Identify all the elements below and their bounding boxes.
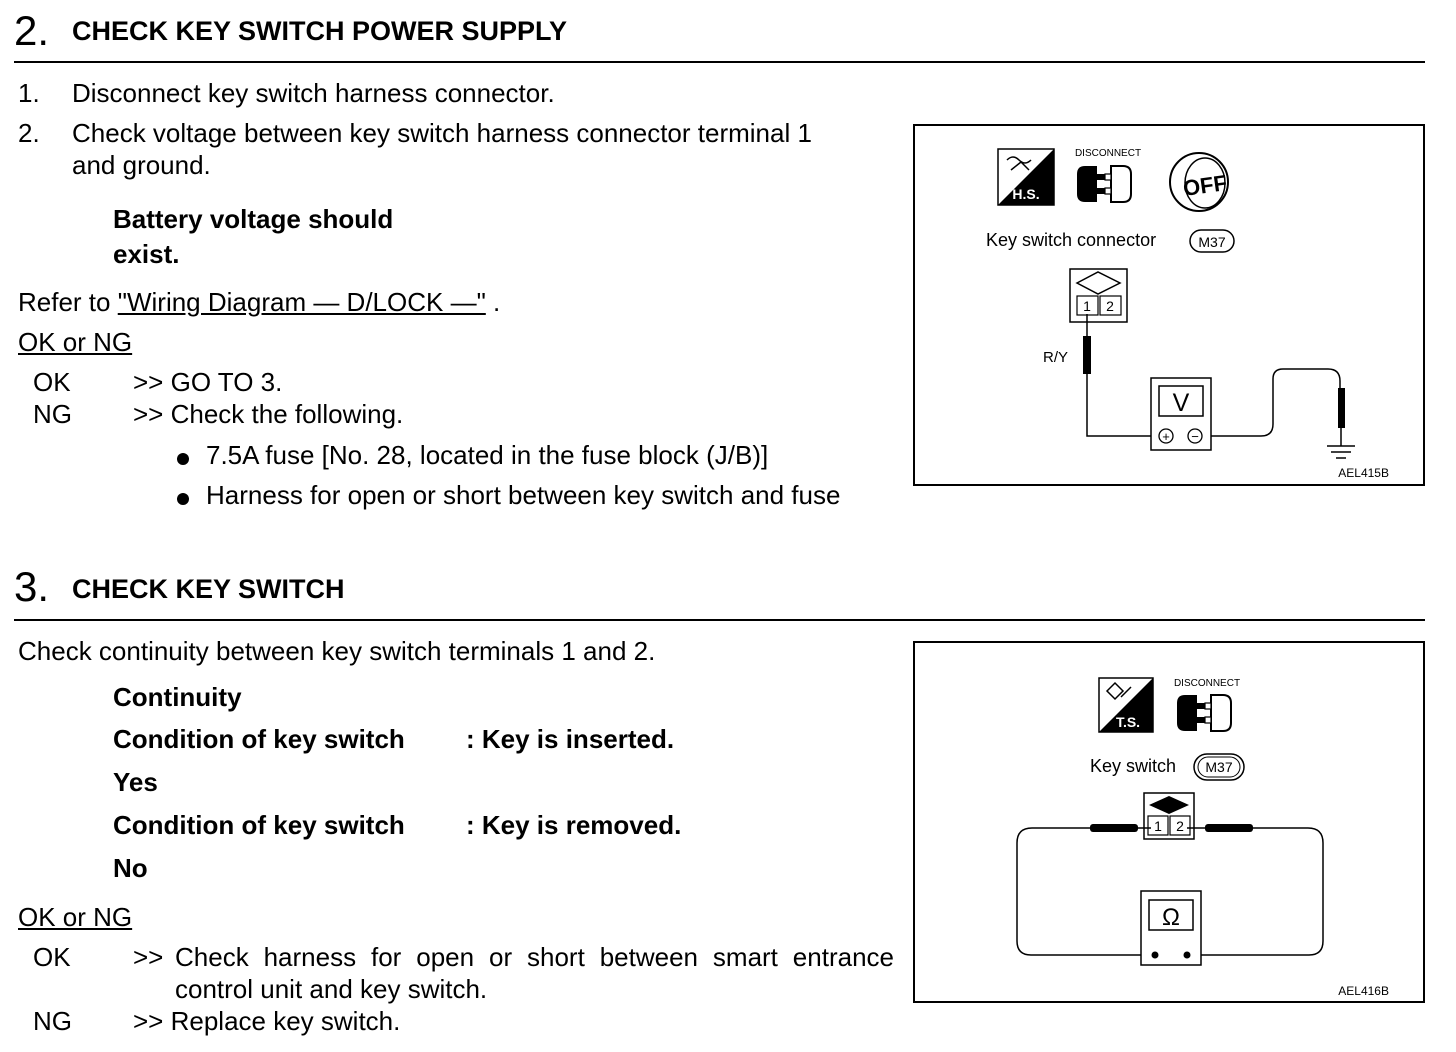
ts-terminal-side-icon: T.S. — [1098, 677, 1154, 733]
step-2-spec-line-1: Battery voltage should — [113, 204, 394, 234]
step-2-spec-line-2: exist. — [113, 239, 180, 269]
step-2-ng-label: NG — [33, 399, 72, 429]
positive-lead-wire — [1086, 374, 1151, 437]
step-2-divider — [14, 61, 1425, 63]
figure-ael416b-diagram: T.S. DISCONNECT Key switch M37 1 2 — [1016, 677, 1389, 998]
condition-1-result: Yes — [113, 767, 158, 797]
step-3-ng-action: >> Replace key switch. — [133, 1006, 401, 1036]
condition-2-value: : Key is removed. — [466, 810, 682, 840]
step-3-ng-label: NG — [33, 1006, 72, 1036]
step-2-item-1-number: 1. — [18, 78, 40, 108]
refer-suffix: . — [493, 287, 501, 317]
figure-key-switch-continuity: T.S. DISCONNECT Key switch M37 1 2 — [913, 641, 1425, 1003]
figure-ael415b-diagram: H.S. DISCONNECT OFF Key switch connector… — [986, 148, 1389, 480]
condition-1-value: : Key is inserted. — [466, 724, 675, 754]
terminal-1-label: 1 — [1154, 818, 1162, 834]
step-2-number: 2. — [14, 7, 50, 54]
right-lead-wire — [1185, 827, 1324, 956]
step-2-bullet-1: 7.5A fuse [No. 28, located in the fuse b… — [206, 440, 769, 470]
bullet-dot — [177, 453, 189, 465]
key-switch-label: Key switch — [1090, 756, 1176, 776]
disconnect-label: DISCONNECT — [1075, 148, 1141, 159]
figure-code: AEL415B — [1338, 466, 1389, 480]
step-2-bullet-2: Harness for open or short between key sw… — [206, 480, 841, 510]
bullet-dot — [177, 493, 189, 505]
plus-terminal-symbol: + — [1162, 429, 1170, 444]
step-3-ok-label: OK — [33, 942, 71, 972]
figure-code: AEL416B — [1338, 984, 1389, 998]
step-3-ok-ng-heading: OK or NG — [18, 902, 133, 932]
condition-2-label: Condition of key switch — [113, 810, 405, 840]
wire-color-label: R/Y — [1043, 349, 1068, 366]
connector-code-badge — [1193, 753, 1245, 781]
step-3-number: 3. — [14, 563, 50, 610]
step-2-ok-ng-heading: OK or NG — [18, 327, 133, 357]
wiring-diagram-link[interactable]: "Wiring Diagram — D/LOCK —" — [117, 287, 486, 317]
connector-code-badge — [1189, 229, 1235, 253]
refer-prefix: Refer to — [18, 287, 111, 317]
step-2-ok-action: >> GO TO 3. — [133, 367, 283, 397]
step-2-item-2-line-1: Check voltage between key switch harness… — [72, 118, 812, 148]
step-2-ok-label: OK — [33, 367, 71, 397]
disconnect-label: DISCONNECT — [1174, 678, 1240, 689]
step-3-ok-arrow: >> — [133, 942, 164, 972]
continuity-heading: Continuity — [113, 682, 242, 712]
step-3-divider — [14, 619, 1425, 621]
hs-harness-side-icon: H.S. — [997, 148, 1055, 206]
step-2-item-1-text: Disconnect key switch harness connector. — [72, 78, 555, 108]
step-3-intro: Check continuity between key switch term… — [18, 636, 656, 666]
step-2-item-2-line-2: and ground. — [72, 150, 211, 180]
ground-symbol — [1327, 445, 1355, 459]
connector-code: M37 — [1198, 234, 1225, 250]
step-2-title: CHECK KEY SWITCH POWER SUPPLY — [72, 16, 568, 46]
key-switch-connector-label: Key switch connector — [986, 230, 1156, 250]
voltmeter-symbol: V — [1173, 389, 1190, 417]
left-lead-wire — [1016, 827, 1141, 956]
hs-label: H.S. — [1012, 186, 1039, 202]
figure-key-switch-power-supply: H.S. DISCONNECT OFF Key switch connector… — [913, 124, 1425, 486]
step-2-refer-line: Refer to "Wiring Diagram — D/LOCK —" . — [18, 286, 500, 318]
connector-face: 1 2 — [1069, 268, 1128, 323]
voltmeter: V + − — [1150, 377, 1212, 451]
ohmmeter: Ω — [1140, 890, 1202, 966]
step-2-ng-action: >> Check the following. — [133, 399, 404, 429]
ignition-off-icon: OFF — [1169, 152, 1229, 212]
step-3-title: CHECK KEY SWITCH — [72, 574, 345, 604]
disconnect-icon: DISCONNECT — [1174, 678, 1240, 732]
negative-lead-wire — [1211, 368, 1341, 437]
ts-label: T.S. — [1116, 714, 1140, 730]
ohmmeter-symbol: Ω — [1162, 904, 1180, 931]
terminal-1-label: 1 — [1083, 298, 1091, 314]
right-probe — [1205, 824, 1253, 832]
connector-face: 1 2 — [1143, 792, 1195, 840]
step-2-item-2-number: 2. — [18, 118, 40, 148]
condition-2-result: No — [113, 853, 148, 883]
negative-probe — [1338, 388, 1345, 428]
positive-probe — [1083, 336, 1091, 374]
step-3-ok-action: Check harness for open or short between … — [175, 942, 894, 1004]
connector-code: M37 — [1205, 759, 1232, 775]
terminal-2-label: 2 — [1106, 298, 1114, 314]
terminal-2-label: 2 — [1176, 818, 1184, 834]
off-label: OFF — [1181, 170, 1228, 201]
minus-terminal-symbol: − — [1191, 429, 1199, 444]
disconnect-icon: DISCONNECT — [1075, 148, 1141, 203]
condition-1-label: Condition of key switch — [113, 724, 405, 754]
left-probe — [1090, 824, 1138, 832]
